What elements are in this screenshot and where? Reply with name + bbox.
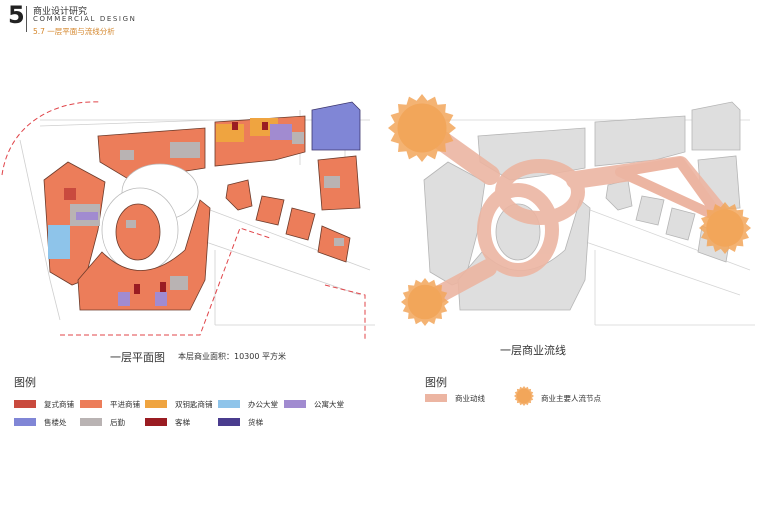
header-title: 商业设计研究 xyxy=(33,7,88,17)
street-boundary-line xyxy=(1,101,366,340)
block-sales-office xyxy=(311,101,361,151)
sun-node-icon xyxy=(514,385,534,406)
legend-label: 客梯 xyxy=(175,417,190,427)
legend-label: 商业动线 xyxy=(455,393,485,403)
left-legend-title: 图例 xyxy=(14,376,36,389)
site-ground-lines-right xyxy=(400,119,755,326)
flow-swatch xyxy=(425,394,447,402)
legend-label: 后勤 xyxy=(110,417,125,427)
block-east xyxy=(317,155,361,211)
legend-swatch xyxy=(218,400,240,408)
header-divider xyxy=(26,6,27,32)
block-north-center xyxy=(214,115,306,167)
right-plan-caption: 一层商业流线 xyxy=(500,344,566,357)
legend-swatch xyxy=(80,400,102,408)
legend-label: 平进商铺 xyxy=(110,399,140,409)
legend-item: 公寓大堂 xyxy=(284,398,344,410)
legend-label: 公寓大堂 xyxy=(314,399,344,409)
block-southeast-shops xyxy=(225,179,351,263)
commercial-flow-plan xyxy=(388,94,755,326)
legend-label: 商业主要人流节点 xyxy=(541,393,601,403)
legend-node-shape xyxy=(514,385,534,406)
legend-item: 售楼处 xyxy=(14,416,67,428)
legend-swatch xyxy=(145,418,167,426)
legend-label: 双钥匙商铺 xyxy=(175,399,213,409)
legend-item: 客梯 xyxy=(145,416,190,428)
legend-item-flow: 商业动线 xyxy=(425,392,485,404)
legend-swatch xyxy=(284,400,306,408)
header-subtitle: COMMERCIAL DESIGN xyxy=(33,15,137,23)
floor-area-note: 本层商业面积：10300 平方米 xyxy=(178,352,286,361)
legend-item: 后勤 xyxy=(80,416,125,428)
legend-label: 售楼处 xyxy=(44,417,67,427)
legend-label: 办公大堂 xyxy=(248,399,278,409)
legend-item-node: 商业主要人流节点 xyxy=(513,385,601,406)
legend-item: 双钥匙商铺 xyxy=(145,398,213,410)
legend-label: 货梯 xyxy=(248,417,263,427)
chapter-number: 5 xyxy=(8,1,25,29)
legend-swatch xyxy=(14,400,36,408)
central-atrium xyxy=(101,163,199,273)
flow-node-southwest xyxy=(401,278,449,326)
ground-floor-plan xyxy=(1,101,375,340)
legend-item: 货梯 xyxy=(218,416,263,428)
flow-nodes xyxy=(388,94,751,326)
legend-swatch xyxy=(145,400,167,408)
legend-swatch xyxy=(14,418,36,426)
flow-triangle-loop xyxy=(615,157,725,223)
right-legend-title: 图例 xyxy=(425,376,447,389)
left-plan-caption: 一层平面图 xyxy=(110,351,165,364)
flow-node-east xyxy=(699,202,751,254)
legend-swatch xyxy=(218,418,240,426)
legend-item: 复式商铺 xyxy=(14,398,74,410)
flow-node-northwest xyxy=(388,94,456,162)
section-title: 5.7 一层平面与流线分析 xyxy=(33,27,115,36)
block-south xyxy=(77,199,211,311)
legend-swatch xyxy=(80,418,102,426)
legend-item: 平进商铺 xyxy=(80,398,140,410)
legend-item: 办公大堂 xyxy=(218,398,278,410)
block-west xyxy=(43,161,106,286)
legend-label: 复式商铺 xyxy=(44,399,74,409)
